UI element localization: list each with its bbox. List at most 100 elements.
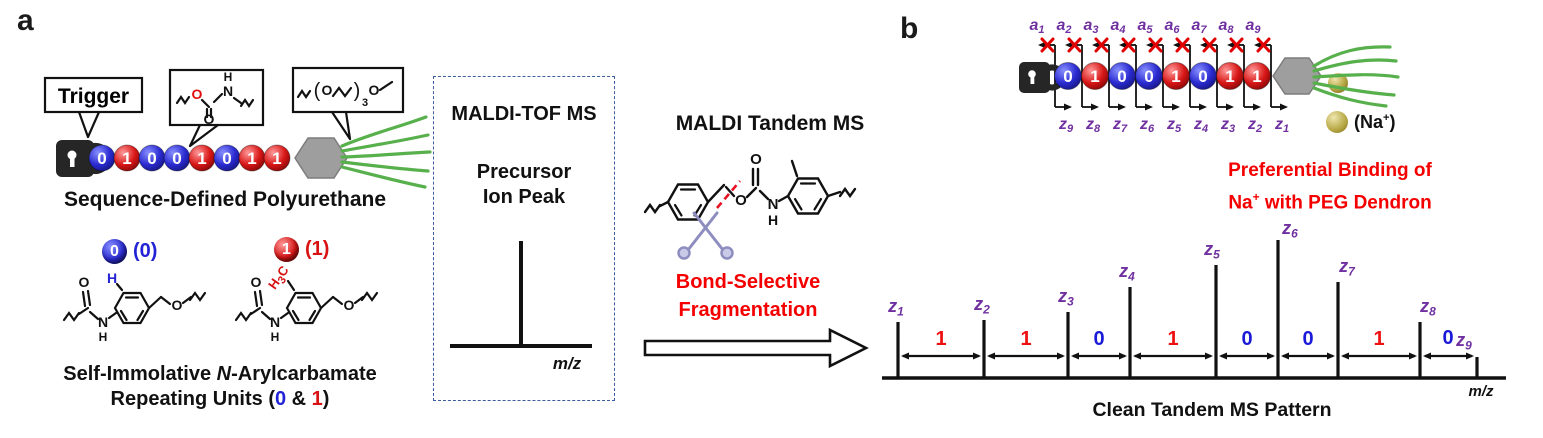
peak-label-z9: z9: [1455, 330, 1472, 353]
precursor-label: Precursor Ion Peak: [476, 161, 572, 208]
z-fragment-label: z4: [1193, 116, 1208, 135]
unit-one-paren: (1): [305, 238, 330, 260]
fragmentation-junctions: a1 z9 a2 z8 a3 z7 a4 z6: [1029, 17, 1289, 135]
peg-chain: [340, 150, 432, 159]
repeat-subscript: 3: [362, 97, 368, 109]
na-legend: (Na+): [1326, 111, 1395, 133]
fragmentation-label: Fragmentation: [678, 299, 818, 321]
fragment-x-icon: [1148, 37, 1163, 53]
bead-digit: 1: [1225, 67, 1234, 86]
unit-zero-paren: (0): [133, 240, 158, 262]
atom-label: O: [192, 86, 203, 102]
trigger-callout: Trigger: [43, 76, 144, 139]
peg-chain: [1312, 45, 1392, 68]
atom-label: N: [98, 314, 108, 330]
peg-chain: [1312, 86, 1388, 108]
z-fragment-label: z1: [1274, 116, 1289, 135]
bead-digit: 1: [1252, 67, 1261, 86]
fragment-x-icon: [1175, 37, 1190, 53]
peak-label-z5: z5: [1203, 239, 1220, 262]
carbamate-callout: O O H N: [168, 68, 265, 148]
bead-digit: 0: [172, 149, 181, 168]
peg-callout: ( O ) 3 O: [291, 66, 405, 141]
gap-label: 0: [1442, 327, 1453, 349]
a-fragment-label: a8: [1218, 17, 1234, 36]
z-fragment-label: z2: [1247, 116, 1262, 135]
bead-zero-icon: 0: [102, 239, 127, 264]
atom-label-ring-h: H: [107, 270, 117, 286]
atom-label: O: [735, 192, 747, 209]
peak-label-z1: z1: [887, 296, 904, 319]
peak-label-z2: z2: [973, 294, 990, 317]
a-fragment-label: a6: [1164, 17, 1180, 36]
fragment-x-icon: [1094, 37, 1109, 53]
atom-label: O: [750, 151, 762, 168]
preferential-binding-text: Preferential Binding of Na+ with PEG Den…: [1228, 160, 1432, 214]
callout-pointer: [188, 123, 220, 148]
atom-label: N: [270, 314, 280, 330]
trigger-label: Trigger: [58, 85, 129, 108]
atom-label: O: [79, 274, 90, 290]
fragment-x-icon: [1040, 37, 1055, 53]
bead-digit: 0: [1198, 67, 1207, 86]
bead-digit: 1: [197, 149, 206, 168]
scissors-icon: [677, 211, 734, 260]
bead-digit: 1: [1171, 67, 1180, 86]
squiggle-bond: [239, 98, 255, 108]
fragment-x-icon: [1229, 37, 1244, 53]
a-fragment-label: a9: [1245, 17, 1261, 36]
atom-label: N: [768, 196, 779, 213]
panel-b-label: b: [900, 12, 919, 45]
maldi-tof-box: MALDI-TOF MS Precursor Ion Peak m/z: [433, 76, 615, 401]
bead-digit: 0: [1117, 67, 1126, 86]
bead-one-icon: 1: [274, 237, 299, 262]
bond-selective-label: Bond-Selective: [675, 271, 821, 293]
gap-label: 1: [935, 328, 946, 350]
flow-arrow: [643, 327, 869, 369]
peg-chains: [340, 115, 432, 189]
peg-chain: [340, 160, 430, 173]
gap-label: 0: [1093, 328, 1104, 350]
gap-label: 1: [1020, 328, 1031, 350]
precursor-peak-plot: m/z: [450, 241, 592, 373]
gap-label: 1: [1373, 328, 1384, 350]
squiggle-bond: [234, 311, 253, 322]
peg-chains-b: [1312, 45, 1400, 108]
squiggle-bond: [360, 291, 379, 302]
mz-axis-label: m/z: [553, 354, 582, 373]
bead-digit: 1: [247, 149, 256, 168]
squiggle-bond: [838, 186, 857, 199]
unit-structure-0: O N H H O: [62, 270, 207, 344]
a-fragment-label: a7: [1191, 17, 1207, 36]
gap-label: 1: [1167, 328, 1178, 350]
na-legend-label: (Na+): [1354, 111, 1396, 132]
atom-label: O: [322, 82, 333, 98]
spectrum-caption: Clean Tandem MS Pattern: [1092, 399, 1332, 421]
bead-digit: 0: [147, 149, 156, 168]
bead-digit: 0: [97, 149, 106, 168]
a-fragment-label: a4: [1110, 17, 1125, 36]
bead-sequence-b: 0 1 0 0 1 0 1 1: [1054, 62, 1271, 90]
gap-label: 0: [1302, 328, 1313, 350]
peak-label-z6: z6: [1281, 218, 1298, 241]
a-fragment-label: a5: [1137, 17, 1153, 36]
unit-one-key: 1 (1): [274, 237, 329, 262]
peak-label-z8: z8: [1419, 296, 1436, 319]
atom-label: H: [224, 70, 233, 84]
maldi-tof-title: MALDI-TOF MS: [451, 103, 597, 125]
unit-structure-1: O N H H3C O: [234, 262, 379, 344]
peg-chain: [1312, 73, 1400, 79]
atom-label: O: [369, 82, 380, 98]
z-fragment-label: z8: [1085, 116, 1101, 135]
atom-label: H: [271, 330, 280, 344]
unit-zero-key: 0 (0): [102, 239, 157, 264]
fragment-x-icon: [1256, 37, 1271, 53]
z-fragment-label: z6: [1139, 116, 1155, 135]
atom-label: O: [344, 297, 355, 313]
peak-label-z7: z7: [1338, 256, 1356, 279]
sodium-ball-icon: [1326, 111, 1348, 133]
bead-digit: 0: [1144, 67, 1153, 86]
bead-sequence-a: 0 1 0 0 1 0 1 1: [88, 144, 291, 172]
